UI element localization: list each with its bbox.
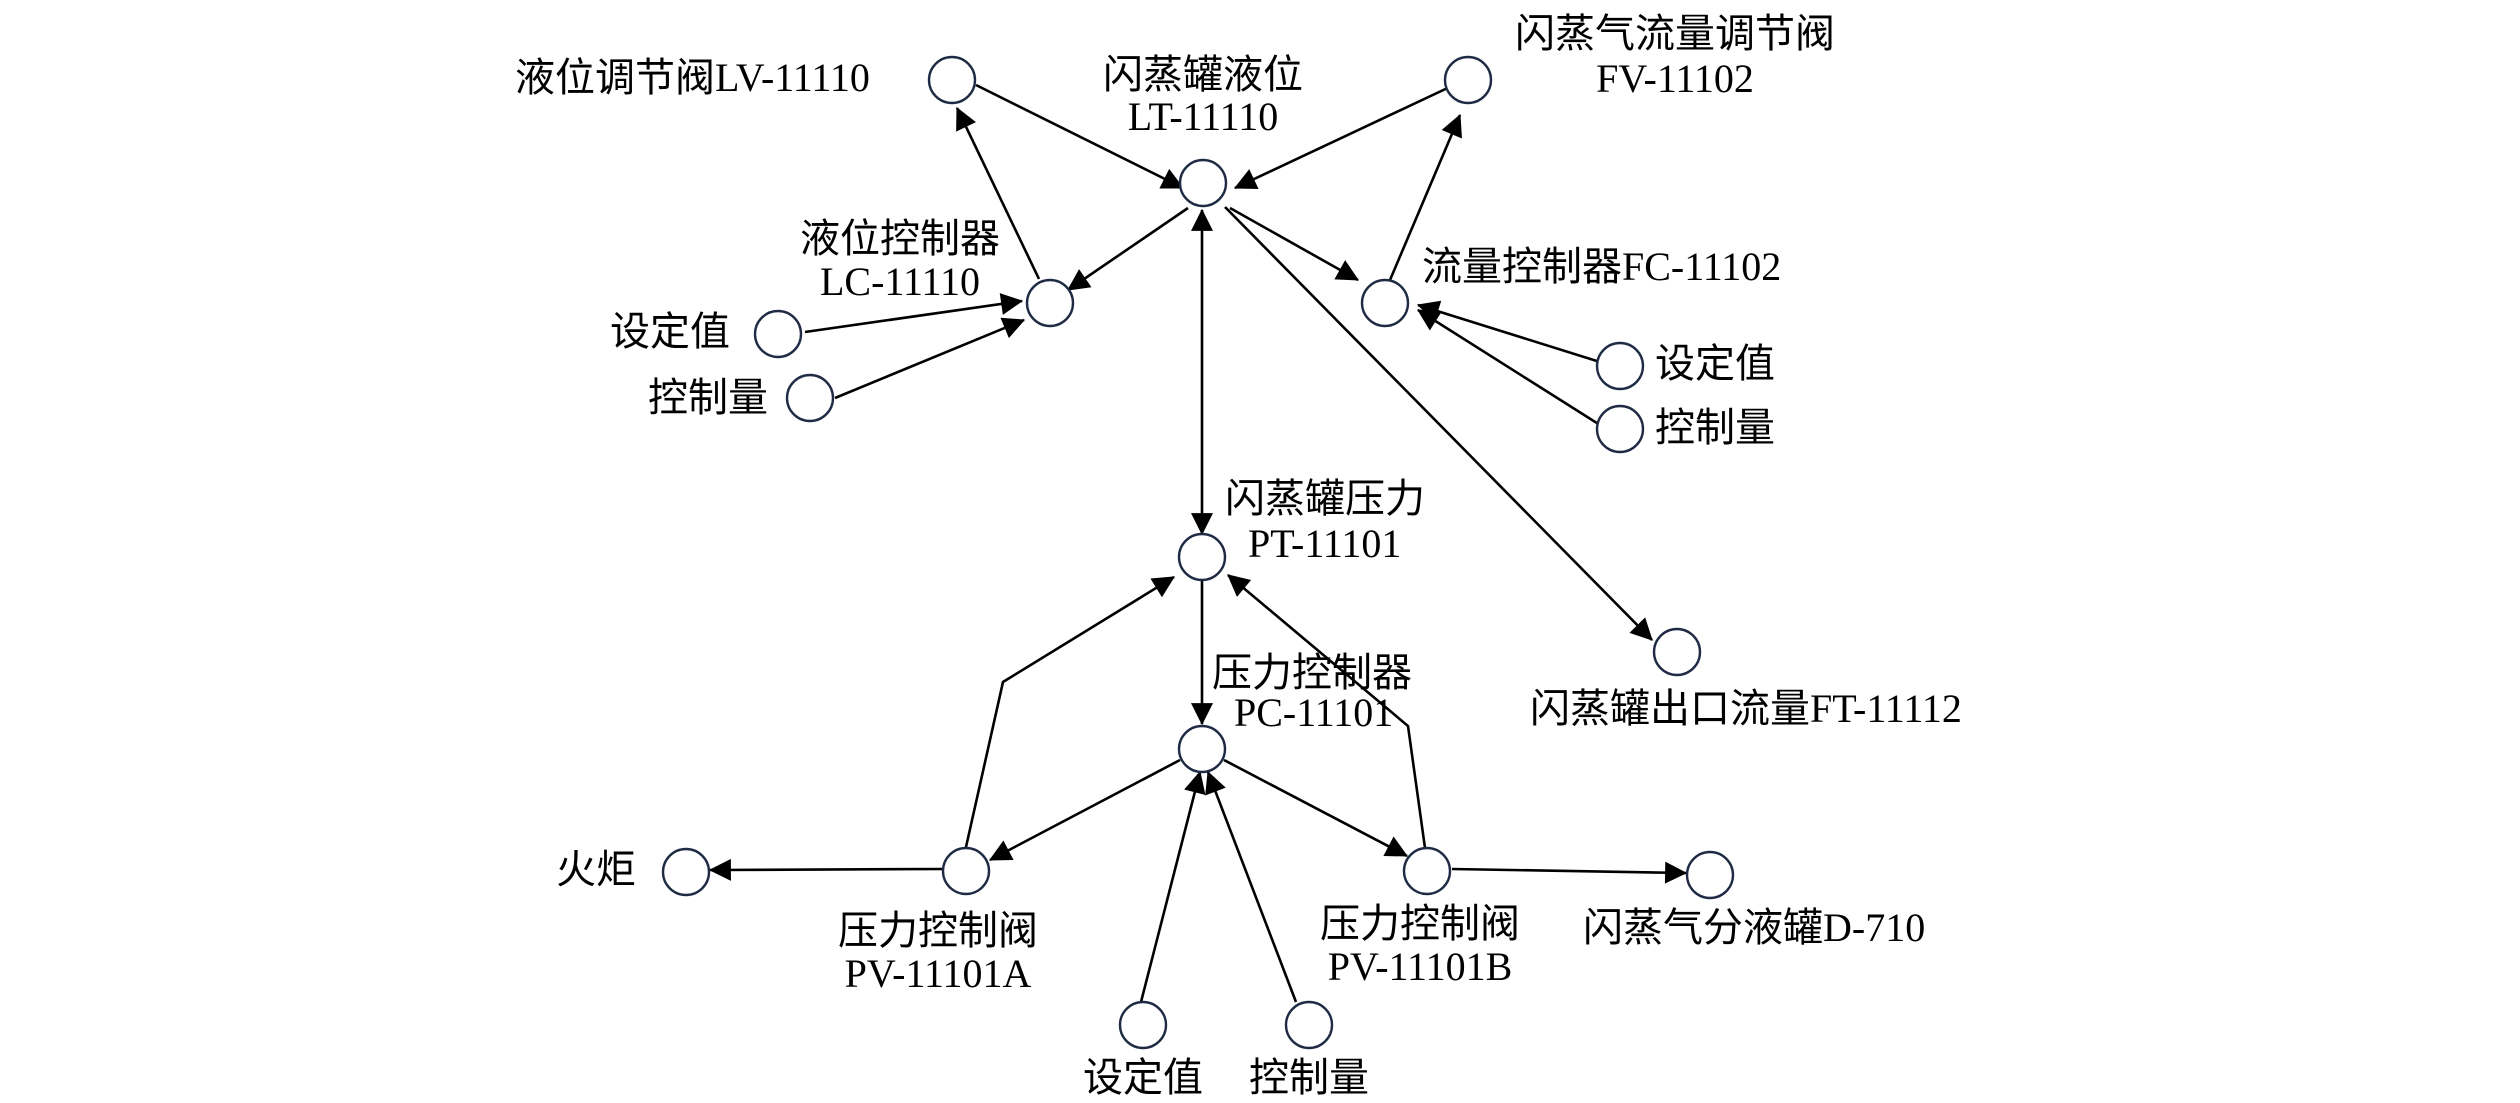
edges [708, 83, 1688, 1003]
pva-label-line1: 压力控制阀 [838, 908, 1038, 953]
pvb-label-line2: PV-11101B [1328, 944, 1513, 989]
edge-fc-to-fv [1388, 113, 1462, 281]
pt-label-line2: PT-11101 [1248, 521, 1401, 566]
edge-pc-to-pvb [1223, 758, 1408, 858]
lc-label-line1: 液位控制器 [800, 216, 1000, 261]
fc-setpoint-node [1595, 341, 1645, 391]
pc-control-node [1284, 1000, 1334, 1050]
lt-label-line1: 闪蒸罐液位 [1103, 52, 1303, 97]
fv-label-line1: 闪蒸气流量调节阀 [1515, 11, 1835, 56]
edge-pc-to-pva [989, 758, 1181, 862]
lt-label-line2: LT-11110 [1128, 94, 1278, 139]
edge-pva-to-flare [708, 858, 945, 881]
pc-setpoint-node [1118, 1000, 1168, 1050]
edge-lt-to-lc [1067, 206, 1189, 292]
edge-fc-setpoint [1416, 300, 1601, 364]
lc-setpoint-node [753, 309, 803, 359]
d710-node [1685, 850, 1735, 900]
lc-control-node [785, 373, 835, 423]
flare-node [661, 847, 711, 897]
ft-label: 闪蒸罐出口流量FT-11112 [1530, 686, 1962, 731]
edge-pvb-to-pt [1227, 574, 1427, 849]
labels: 液位调节阀LV-11110 闪蒸罐液位 LT-11110 闪蒸气流量调节阀 FV… [515, 11, 1962, 1100]
pvb-node [1402, 846, 1452, 896]
fc-setpoint-label: 设定值 [1655, 341, 1775, 386]
pc-control-label: 控制量 [1249, 1055, 1369, 1100]
flare-label: 火炬 [556, 847, 636, 892]
pc-node [1177, 724, 1227, 774]
fv-node [1443, 55, 1493, 105]
edge-pc-setpoint [1139, 770, 1206, 1003]
lc-node [1025, 278, 1075, 328]
edge-pva-to-pt [964, 575, 1175, 848]
edge-pvb-to-d710 [1451, 861, 1688, 884]
lv-node [927, 55, 977, 105]
edge-lc-control [834, 317, 1026, 400]
pt-label-line1: 闪蒸罐压力 [1225, 476, 1425, 521]
ft-node [1652, 627, 1702, 677]
lv-label: 液位调节阀LV-11110 [515, 55, 870, 100]
lc-setpoint-label: 设定值 [610, 309, 730, 354]
pt-node [1177, 532, 1227, 582]
edge-lc-to-lv [955, 107, 1041, 280]
edge-lt-to-fc [1229, 206, 1359, 282]
fc-control-node [1595, 404, 1645, 454]
edge-fc-control [1417, 308, 1601, 427]
lt-node [1178, 158, 1228, 208]
pvb-label-line1: 压力控制阀 [1320, 901, 1520, 946]
edge-fv-to-lt [1234, 83, 1455, 190]
d710-label: 闪蒸气分液罐D-710 [1583, 905, 1925, 950]
edge-lt-to-ft [1224, 206, 1653, 641]
edge-lc-setpoint [804, 293, 1024, 334]
fc-label: 流量控制器FC-11102 [1422, 244, 1781, 289]
pva-node [941, 846, 991, 896]
lc-label-line2: LC-11110 [820, 259, 980, 304]
nodes [661, 55, 1735, 1050]
pc-setpoint-label: 设定值 [1083, 1055, 1203, 1100]
pc-label-line2: PC-11101 [1234, 690, 1393, 735]
pva-label-line2: PV-11101A [845, 951, 1032, 996]
edge-lv-to-lt [975, 83, 1184, 190]
pc-label-line1: 压力控制器 [1212, 650, 1412, 695]
fc-control-label: 控制量 [1655, 405, 1775, 450]
fc-node [1360, 278, 1410, 328]
fv-label-line2: FV-11102 [1596, 56, 1754, 101]
edge-pc-control [1205, 770, 1298, 1003]
lc-control-label: 控制量 [648, 375, 768, 420]
